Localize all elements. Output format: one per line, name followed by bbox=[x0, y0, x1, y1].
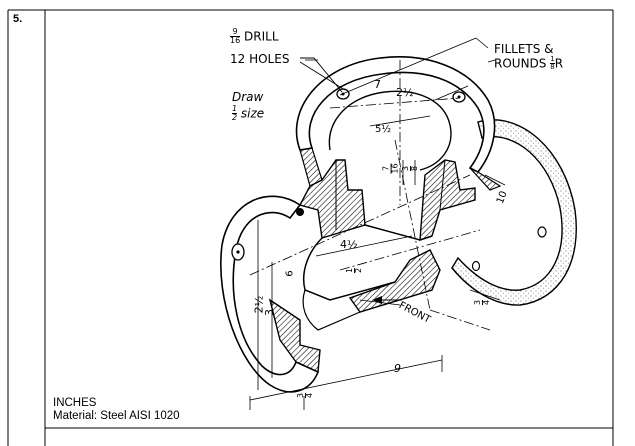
dim-4-half: 4½ bbox=[340, 238, 358, 251]
dim-5-half: 5½ bbox=[375, 124, 392, 135]
rear-flange bbox=[451, 119, 577, 306]
holes-label: 12 HOLES bbox=[230, 52, 290, 66]
scale-word: Draw bbox=[232, 90, 264, 104]
fillets-line2: ROUNDS 1 8 R bbox=[494, 55, 564, 71]
problem-number-cell: 5. bbox=[8, 10, 44, 30]
dim-6: 6 bbox=[284, 270, 296, 277]
dim-9: 9 bbox=[394, 362, 401, 375]
scale-rest: size bbox=[240, 106, 265, 121]
leaders bbox=[300, 57, 402, 301]
dim-3-4-right: 3 4 bbox=[473, 299, 492, 306]
notes: INCHES Material: Steel AISI 1020 bbox=[53, 397, 180, 423]
front-label: FRONT bbox=[396, 300, 433, 326]
drill-callout: 9 16 DRILL bbox=[230, 28, 279, 45]
scale-size: 1 2 size bbox=[232, 105, 264, 122]
dim-3-8: 3 8 bbox=[401, 165, 420, 172]
problem-number: 5. bbox=[13, 13, 23, 25]
body-section bbox=[268, 159, 476, 374]
dim-7-16: 7 16 bbox=[381, 163, 400, 174]
fillets-note: FILLETS & ROUNDS 1 8 R bbox=[494, 42, 563, 71]
dim-1-half: 1 2 bbox=[345, 267, 364, 274]
dim-2-half: 2½ bbox=[396, 86, 414, 99]
fillets-fraction: 1 8 bbox=[550, 55, 555, 71]
drill-label: DRILL bbox=[244, 29, 279, 44]
dimension-lines bbox=[249, 37, 506, 410]
drill-fraction: 9 16 bbox=[230, 27, 241, 45]
dim-3-4-bottom: 3 4 bbox=[296, 392, 315, 399]
scale-fraction: 1 2 bbox=[232, 104, 238, 122]
dim-3: 3 bbox=[263, 309, 276, 316]
units-note: INCHES bbox=[53, 397, 97, 409]
dim-10: 10 bbox=[495, 189, 510, 206]
center-lines bbox=[249, 60, 491, 331]
top-flange bbox=[295, 56, 502, 191]
material-note: Material: Steel AISI 1020 bbox=[53, 410, 180, 422]
front-flange bbox=[220, 195, 320, 393]
fillets-line1: FILLETS & bbox=[494, 42, 554, 56]
dim-7: 7 bbox=[374, 78, 381, 91]
front-arrow bbox=[372, 296, 382, 304]
scale-note: Draw 1 2 size bbox=[232, 90, 264, 122]
